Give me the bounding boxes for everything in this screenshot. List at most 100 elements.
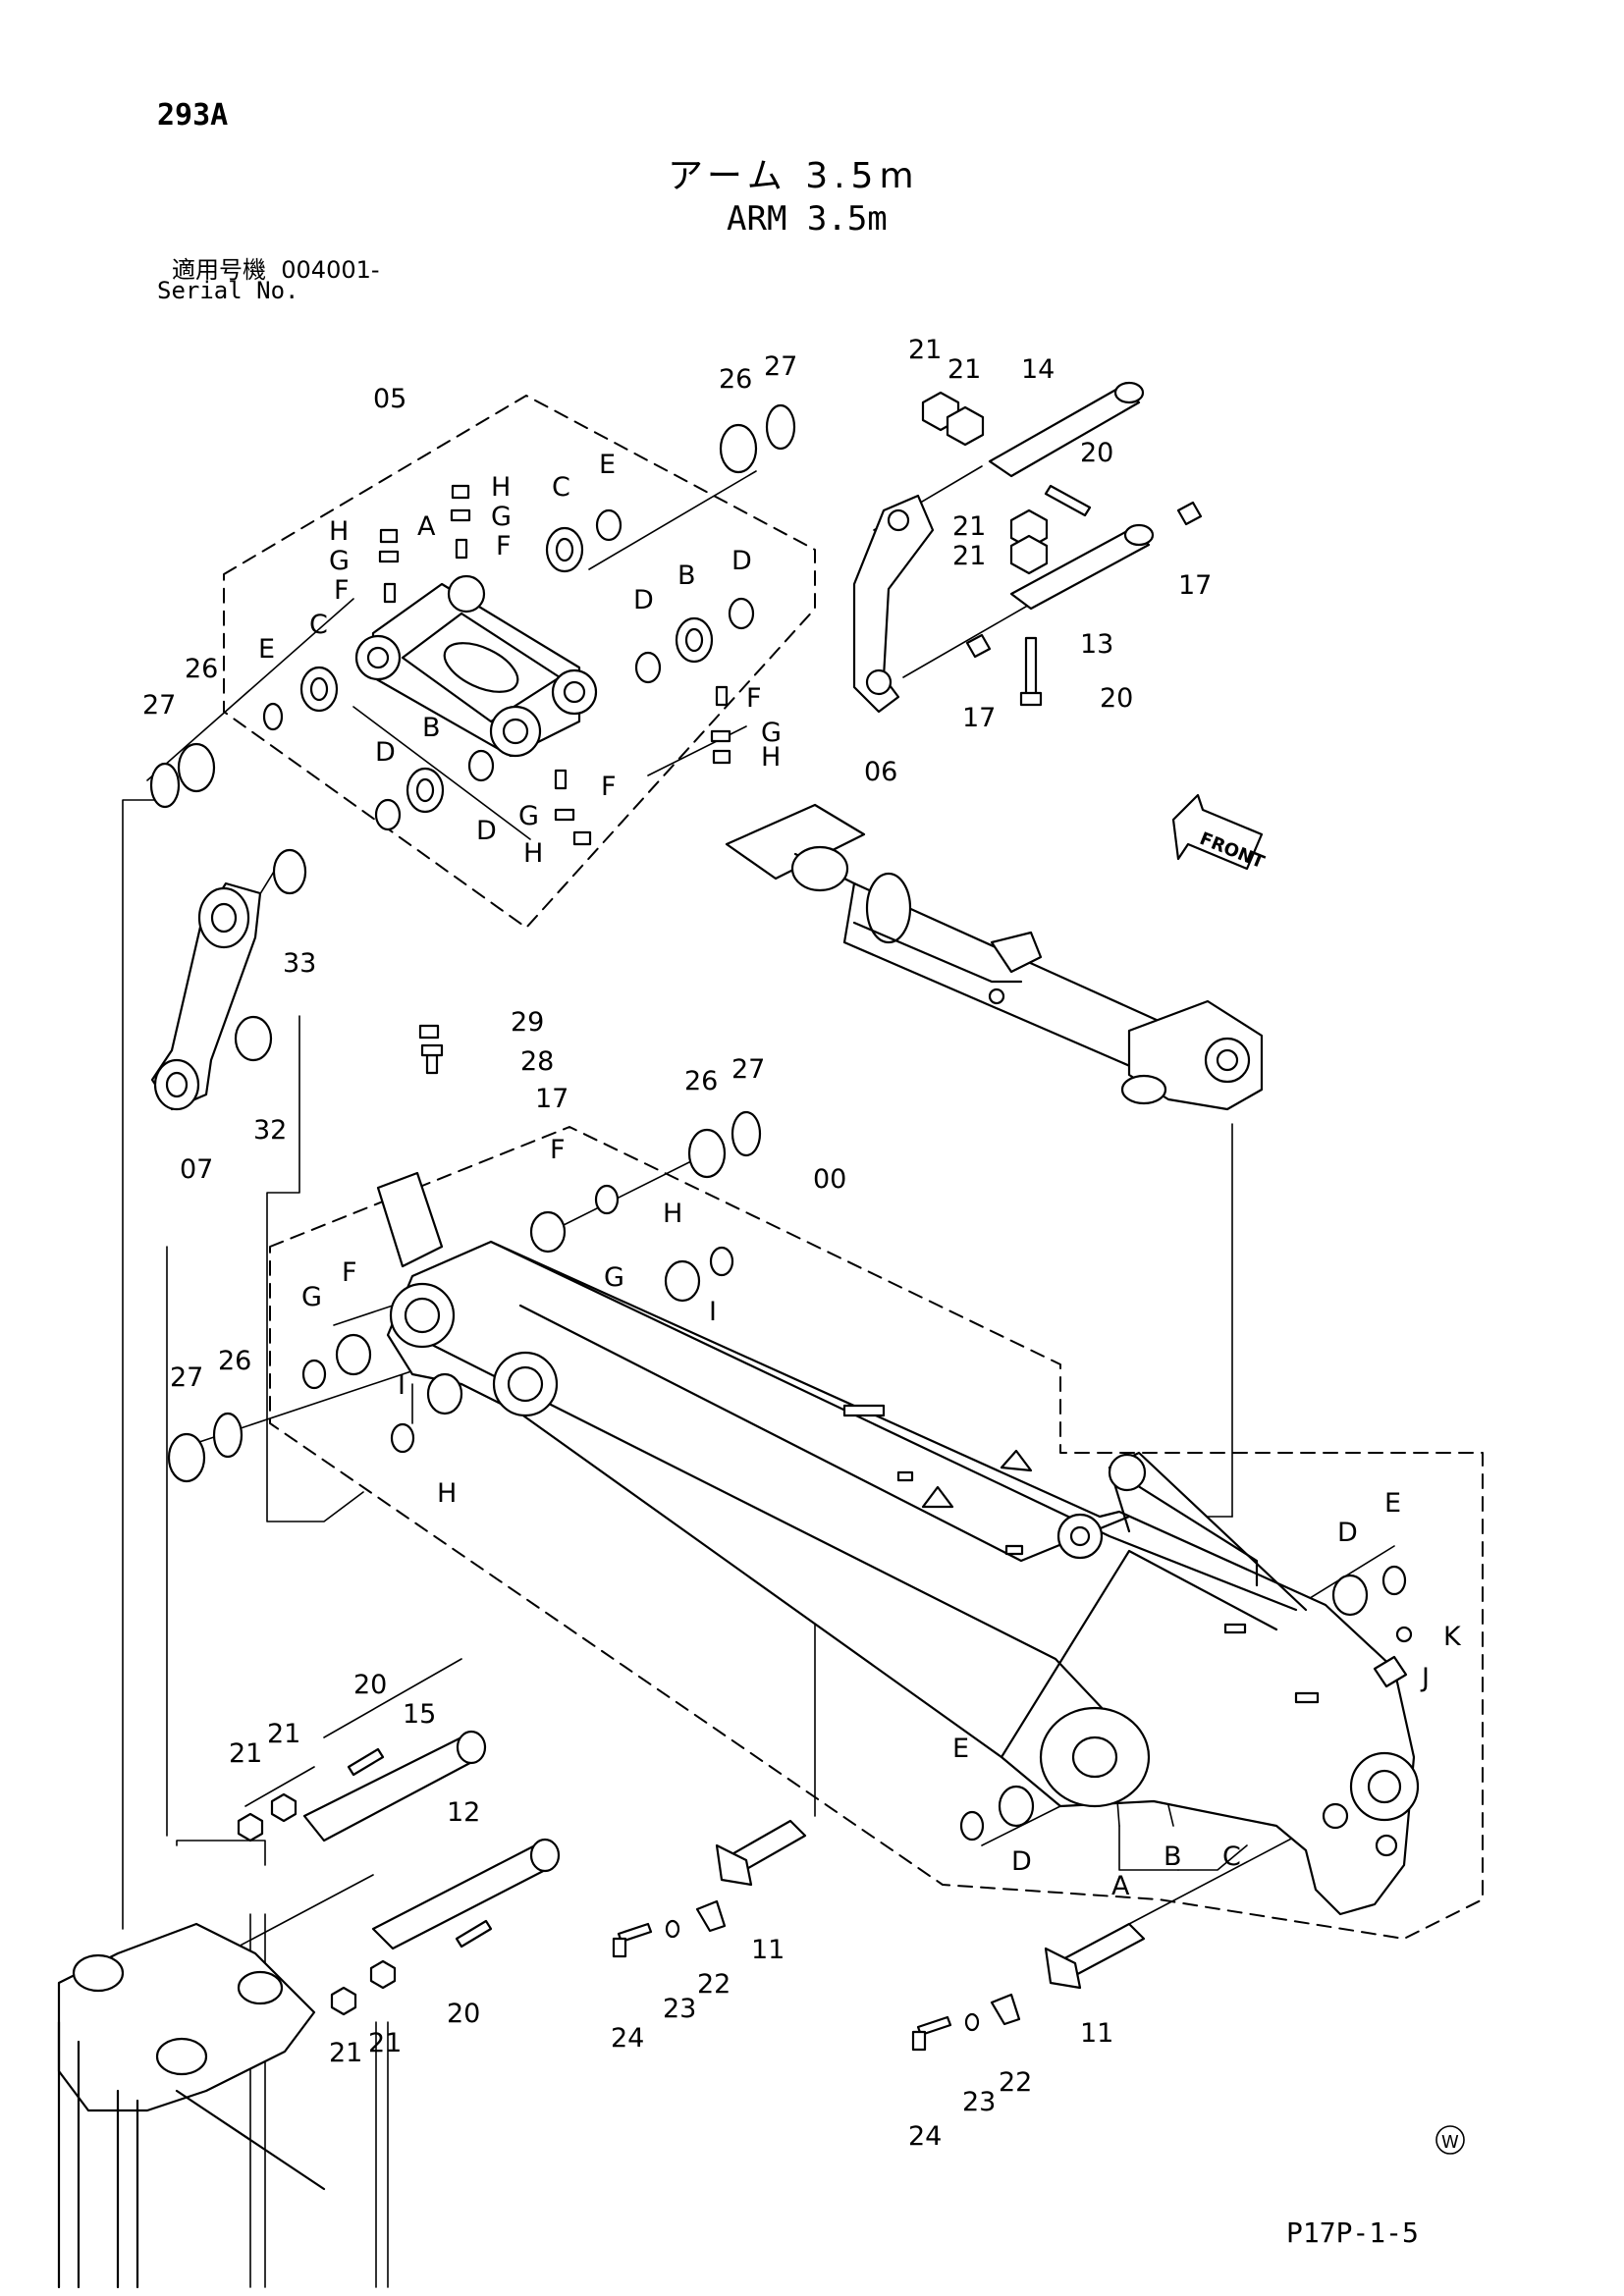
pins-upper — [921, 381, 1203, 707]
callout-26: 26 — [185, 654, 218, 684]
label-C: C — [309, 610, 328, 640]
label-H: H — [523, 838, 543, 869]
callout-21: 21 — [229, 1738, 262, 1769]
label-H: H — [329, 516, 349, 547]
callout-labels: 05 06 07 00 11 11 12 13 14 15 17 17 17 2… — [142, 335, 1462, 2152]
label-C: C — [1222, 1842, 1241, 1872]
arm-cylinder — [725, 803, 1264, 1111]
callout-24: 24 — [908, 2121, 942, 2152]
callout-21: 21 — [267, 1719, 300, 1749]
label-F: F — [496, 531, 512, 561]
title-english: ARM 3.5m — [727, 199, 888, 239]
link-07 — [150, 848, 307, 1111]
callout-15: 15 — [403, 1699, 436, 1730]
callout-24: 24 — [611, 2023, 644, 2054]
label-J: J — [1420, 1663, 1430, 1693]
label-D: D — [1011, 1846, 1032, 1877]
callout-27: 27 — [764, 351, 797, 382]
label-D: D — [1337, 1518, 1358, 1548]
pins-lower — [237, 1730, 1146, 2052]
label-D: D — [476, 816, 497, 846]
label-F: F — [334, 575, 350, 606]
callout-27: 27 — [170, 1362, 203, 1393]
callout-17: 17 — [1178, 570, 1212, 601]
label-I: I — [709, 1297, 717, 1327]
callout-21: 21 — [952, 511, 986, 542]
callout-33: 33 — [283, 948, 316, 979]
link-06 — [852, 494, 935, 714]
label-F: F — [342, 1257, 357, 1288]
callout-23: 23 — [962, 2087, 996, 2117]
boom-bracket — [57, 1922, 326, 2289]
label-F: F — [550, 1135, 566, 1165]
callout-00: 00 — [813, 1164, 846, 1195]
assembly-frames — [223, 395, 1484, 1940]
arm-assembly-frame — [269, 1126, 1484, 1940]
callout-17: 17 — [535, 1084, 568, 1114]
label-G: G — [518, 801, 539, 831]
label-A: A — [1111, 1871, 1130, 1901]
arm-body — [376, 1171, 1420, 1916]
pin-13 — [1009, 528, 1151, 611]
label-E: E — [599, 450, 616, 480]
callout-11: 11 — [1080, 2018, 1113, 2049]
callout-07: 07 — [180, 1154, 213, 1185]
serial-label-english: Serial No. — [157, 277, 299, 304]
label-B: B — [1164, 1842, 1182, 1872]
label-D: D — [731, 546, 752, 576]
callout-06: 06 — [864, 757, 897, 787]
label-H: H — [491, 472, 511, 503]
snap-ring — [149, 762, 181, 809]
callout-20: 20 — [447, 1999, 480, 2029]
page-id: 293A — [157, 98, 229, 133]
callout-27: 27 — [142, 690, 176, 721]
callout-20: 20 — [1080, 438, 1113, 468]
serial-label-jp-text: 適用号機 — [172, 256, 266, 284]
arm-seals — [167, 1024, 1413, 1842]
label-G: G — [491, 502, 512, 532]
label-H: H — [437, 1478, 457, 1509]
label-F: F — [601, 772, 617, 802]
callout-21: 21 — [947, 354, 981, 385]
seal-ring — [262, 702, 284, 731]
watermark-circle — [1435, 2125, 1465, 2155]
label-E: E — [258, 634, 275, 665]
label-B: B — [422, 713, 441, 743]
callout-21: 21 — [329, 2038, 362, 2068]
callout-27: 27 — [731, 1054, 765, 1085]
link-assembly — [149, 403, 796, 846]
callout-26: 26 — [719, 364, 752, 395]
arm-main-outline — [386, 1240, 1416, 1916]
label-H: H — [761, 742, 781, 773]
watermark-letter: W — [1441, 2132, 1459, 2153]
callout-29: 29 — [511, 1007, 544, 1038]
callout-12: 12 — [447, 1797, 480, 1828]
arm-top-boss — [1108, 1453, 1147, 1492]
o-ring — [177, 742, 216, 793]
label-G: G — [329, 546, 350, 576]
callout-23: 23 — [663, 1994, 696, 2024]
link-assembly-frame — [223, 395, 816, 929]
pin-14 — [988, 386, 1141, 478]
front-direction-arrow: FRONT — [1171, 793, 1268, 873]
callout-20: 20 — [1100, 683, 1133, 714]
label-A: A — [417, 511, 436, 542]
callout-22: 22 — [999, 2067, 1032, 2098]
callout-17: 17 — [962, 703, 996, 733]
label-G: G — [604, 1262, 624, 1293]
callout-22: 22 — [697, 1969, 731, 2000]
label-C: C — [552, 472, 570, 503]
label-G: G — [301, 1282, 322, 1312]
page-reference: P17P-1-5 — [1286, 2216, 1419, 2249]
callout-20: 20 — [353, 1670, 387, 1700]
callout-26: 26 — [218, 1346, 251, 1376]
callout-32: 32 — [253, 1115, 287, 1146]
callout-26: 26 — [684, 1066, 718, 1096]
label-B: B — [677, 561, 696, 591]
label-H: H — [663, 1199, 682, 1229]
serial-label-japanese: 適用号機 004001- — [172, 250, 380, 285]
label-K: K — [1443, 1622, 1462, 1652]
callout-21: 21 — [368, 2028, 402, 2058]
title-japanese: アーム 3.5m — [668, 156, 920, 196]
callout-13: 13 — [1080, 629, 1113, 660]
